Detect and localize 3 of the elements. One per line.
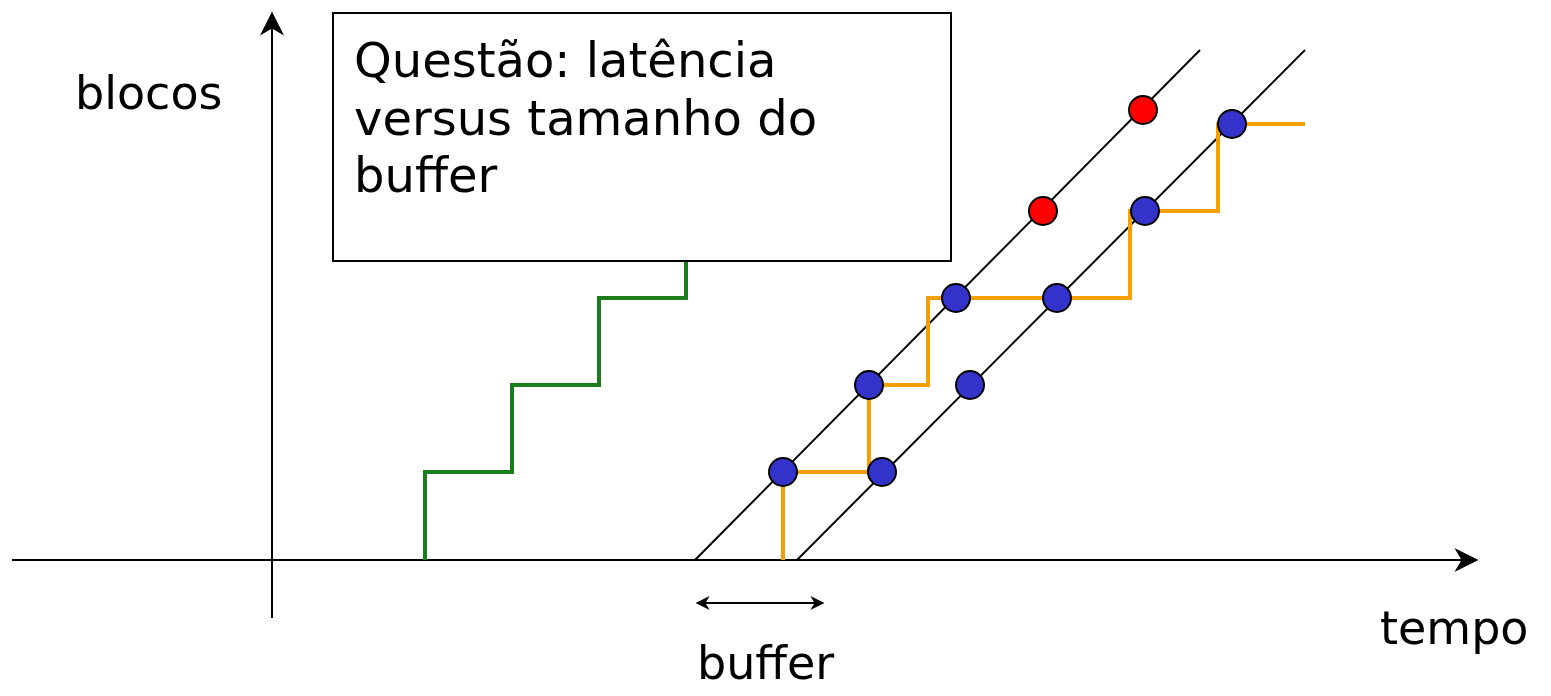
axis-label: blocos bbox=[75, 70, 223, 116]
dimension-label: buffer bbox=[697, 640, 835, 686]
note-box: Questão: latência versus tamanho do buffer bbox=[332, 12, 952, 262]
